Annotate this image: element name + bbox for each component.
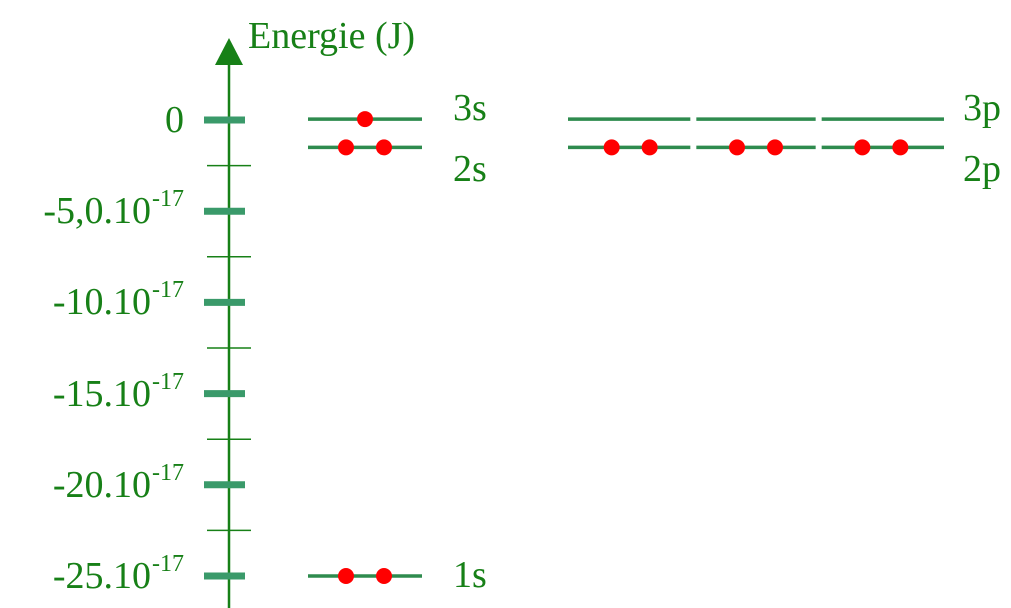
electron-dot [338, 139, 354, 156]
tick-exponent: -17 [152, 186, 184, 213]
tick-exponent: -17 [152, 277, 184, 304]
tick-label: -15.10-17 [52, 370, 184, 415]
tick-exponent: -17 [152, 459, 184, 486]
tick-label: -10.10-17 [52, 278, 184, 324]
electron-dot [641, 139, 658, 156]
orbital-label-3s: 3s [453, 87, 487, 130]
electron-dot [603, 139, 620, 156]
axis-arrow-icon [215, 38, 243, 65]
tick-exponent: -17 [152, 551, 184, 577]
orbital-levels [308, 111, 944, 584]
tick-mantissa: -25.10 [52, 555, 151, 597]
energy-axis [204, 38, 251, 608]
tick-mantissa: -10.10 [52, 281, 151, 324]
tick-mantissa: -15.10 [52, 372, 151, 415]
tick-exponent: -17 [152, 368, 184, 395]
axis-title: Energie (J) [248, 15, 416, 57]
electron-dot [729, 139, 745, 156]
orbital-label-3p: 3p [963, 87, 1001, 130]
electron-dot [767, 139, 783, 156]
electron-dot [854, 139, 871, 156]
tick-label: -20.10-17 [52, 461, 184, 506]
orbital-label-2s: 2s [453, 148, 487, 191]
tick-mantissa: -5,0.10 [43, 190, 151, 233]
electron-dot [892, 139, 909, 156]
orbital-label-2p: 2p [963, 148, 1001, 191]
orbital-label-1s: 1s [453, 554, 487, 596]
electron-dot [376, 568, 392, 584]
tick-label: -5,0.10-17 [43, 187, 184, 233]
tick-label: 0 [165, 101, 184, 139]
electron-dot [357, 111, 373, 128]
tick-label: -25.10-17 [52, 552, 184, 597]
electron-dot [338, 568, 354, 584]
electron-dot [376, 139, 392, 156]
tick-mantissa: -20.10 [52, 463, 151, 506]
tick-mantissa: 0 [165, 99, 184, 141]
